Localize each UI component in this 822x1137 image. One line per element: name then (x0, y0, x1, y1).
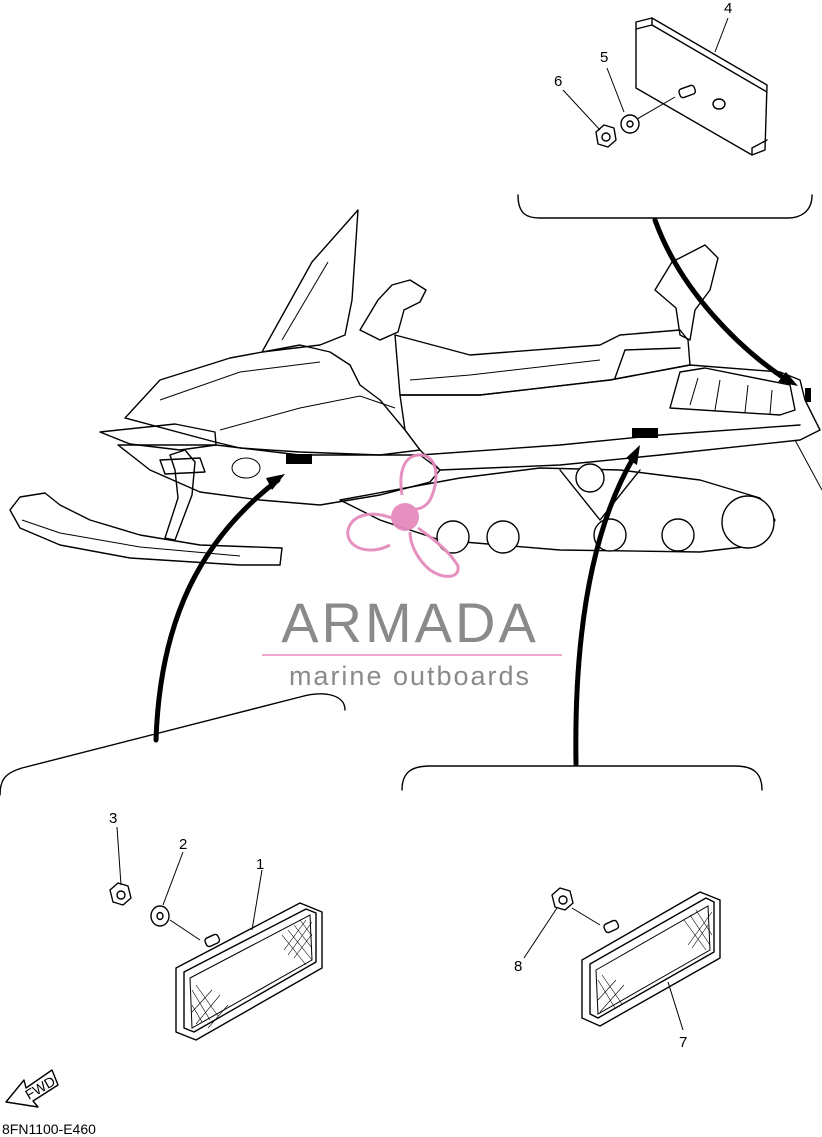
propeller-logo-icon (346, 453, 460, 578)
part-number-1: 1 (256, 856, 264, 873)
part-number-3: 3 (109, 810, 117, 827)
part-number-7: 7 (679, 1034, 687, 1051)
armada-watermark: ARMADA marine outboards (262, 453, 562, 691)
side-reflector-assembly (551, 887, 721, 1027)
watermark-tagline: marine outboards (289, 661, 531, 691)
snowmobile-drawing (9, 209, 822, 566)
part-number-labels: 4 5 6 1 2 3 7 8 (109, 0, 732, 1051)
forward-direction-arrow-icon: FWD (5, 1069, 59, 1108)
part-number-5: 5 (600, 49, 608, 66)
part-leaders (116, 17, 729, 1031)
reflector-mount-tail (805, 388, 811, 402)
part-number-6: 6 (554, 73, 562, 90)
watermark-brand: ARMADA (281, 591, 539, 654)
front-reflector-assembly (109, 882, 323, 1041)
part-number-2: 2 (179, 836, 187, 853)
part-number-4: 4 (724, 0, 732, 17)
callout-leaders (0, 194, 813, 796)
reflector-mount-front (286, 454, 312, 464)
reflector-mount-rear (632, 428, 658, 438)
part-number-8: 8 (514, 958, 522, 975)
drawing-code: 8FN1100-E460 (2, 1121, 96, 1137)
rear-reflector-assembly (595, 17, 768, 156)
